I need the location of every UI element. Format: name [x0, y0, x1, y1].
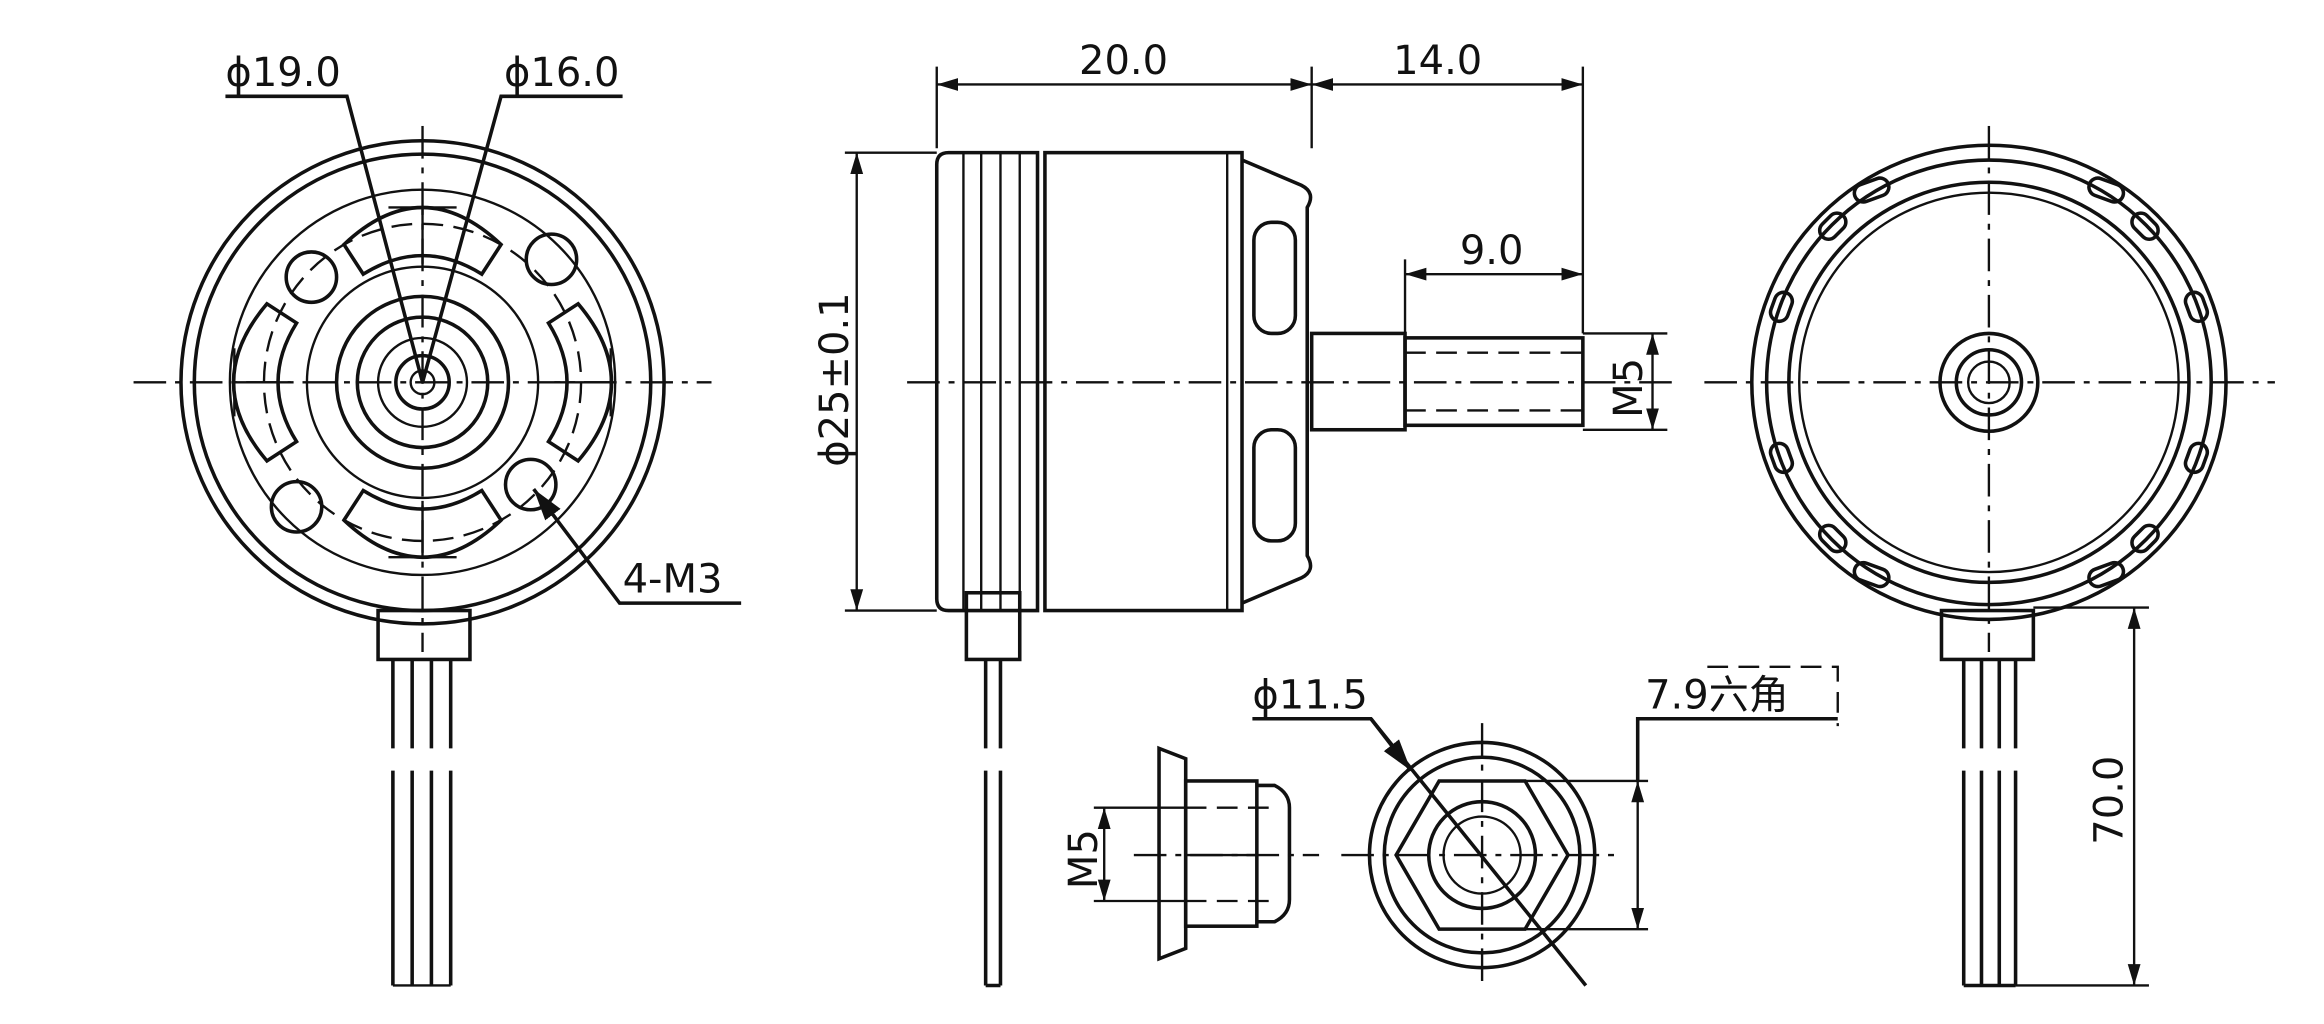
magnet-slots [231, 205, 614, 559]
bolt-circle-16-label: ϕ16.0 [504, 50, 619, 96]
thread-length-label: 9.0 [1460, 228, 1524, 274]
rear-view: 70.0 [1704, 125, 2275, 988]
vent-slots [1768, 176, 2210, 589]
lead-wires [376, 608, 472, 987]
body-length-label: 20.0 [1079, 38, 1168, 84]
nut-side-view: M5 [1061, 745, 1320, 962]
shaft-length-label: 14.0 [1393, 38, 1482, 84]
nut-thread-label: M5 [1061, 829, 1107, 889]
shaft-thread-label: M5 [1606, 358, 1652, 418]
lead-length-label: 70.0 [2086, 756, 2132, 845]
hex-size-label: 7.9六角 [1645, 672, 1789, 718]
mount-holes [269, 232, 579, 534]
nut-front-view: ϕ11.5 7.9六角 [1252, 665, 1839, 987]
side-view: 20.0 14.0 9.0 M5 ϕ25±0.1 [812, 38, 1675, 988]
front-view: ϕ19.0 ϕ16.0 4-M3 [133, 50, 742, 987]
mount-holes-label: 4-M3 [623, 557, 723, 603]
diameter-label: ϕ25±0.1 [812, 292, 858, 466]
bolt-circle-19-label: ϕ19.0 [225, 50, 340, 96]
flange-diameter-label: ϕ11.5 [1252, 672, 1367, 718]
